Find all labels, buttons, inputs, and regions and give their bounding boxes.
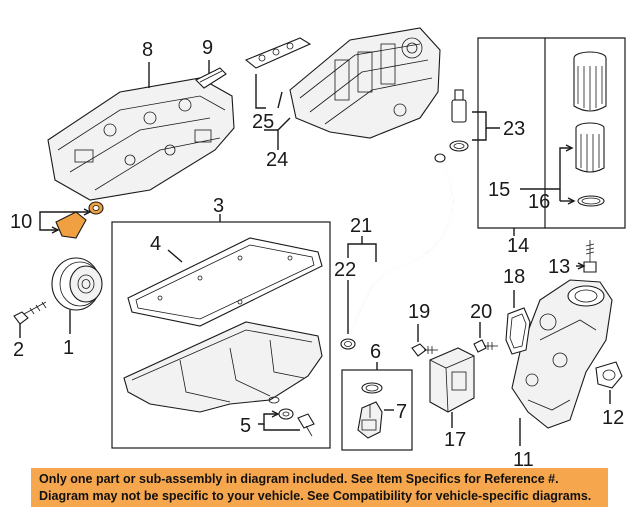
part-22-seal [340, 338, 356, 350]
callout-11: 11 [513, 449, 534, 471]
part-21-dipstick-tube [349, 153, 454, 335]
part-13-bolt [583, 240, 597, 273]
callout-18: 18 [503, 266, 525, 288]
part-17-module [429, 347, 475, 413]
part-20-bolt [473, 339, 498, 353]
callout-1: 1 [63, 337, 74, 359]
callout-9: 9 [202, 37, 213, 59]
part-11-filter-housing [511, 279, 613, 429]
disclaimer-line-1: Only one part or sub-assembly in diagram… [39, 472, 559, 486]
part-oil-pan [123, 321, 323, 413]
callout-2: 2 [13, 339, 24, 361]
disclaimer-line-2: Diagram may not be specific to your vehi… [39, 488, 592, 503]
callout-3: 3 [213, 195, 224, 217]
callout-10: 10 [10, 211, 32, 233]
callout-20: 20 [470, 301, 492, 323]
part-15-filter-element [575, 122, 605, 173]
part-2-bolt [13, 301, 47, 325]
callout-25: 25 [252, 111, 274, 133]
part-4-pan-gasket [127, 237, 323, 327]
callout-19: 19 [408, 301, 430, 323]
part-12-gasket [595, 361, 623, 389]
part-19-bolt [411, 343, 438, 357]
part-10-fitting [55, 201, 104, 239]
callout-17: 17 [444, 429, 466, 451]
callout-5: 5 [240, 415, 251, 437]
callout-21: 21 [350, 215, 372, 237]
callout-15: 15 [488, 179, 510, 201]
callout-16: 16 [528, 191, 550, 213]
callout-14: 14 [507, 235, 529, 257]
part-23-sensor [449, 89, 469, 152]
callout-4: 4 [150, 233, 161, 255]
part-9-sensor [195, 67, 227, 89]
part-24-intake-manifold [289, 27, 441, 139]
part-7-sensor [357, 382, 383, 439]
callout-23: 23 [503, 118, 525, 140]
part-oil-filter [573, 51, 607, 112]
part-18-gasket [505, 307, 531, 355]
callout-7: 7 [396, 401, 407, 423]
box-3 [111, 221, 331, 449]
callout-6: 6 [370, 341, 381, 363]
part-8-manifold-base [47, 77, 235, 201]
callout-8: 8 [142, 39, 153, 61]
part-5-drain-plug [278, 408, 315, 437]
callout-13: 13 [548, 256, 570, 278]
disclaimer-banner: Only one part or sub-assembly in diagram… [31, 468, 608, 507]
callout-12: 12 [602, 407, 624, 429]
part-1-pulley [51, 257, 103, 311]
callout-24: 24 [266, 149, 288, 171]
part-25-gasket [244, 37, 312, 69]
callout-22: 22 [334, 259, 356, 281]
